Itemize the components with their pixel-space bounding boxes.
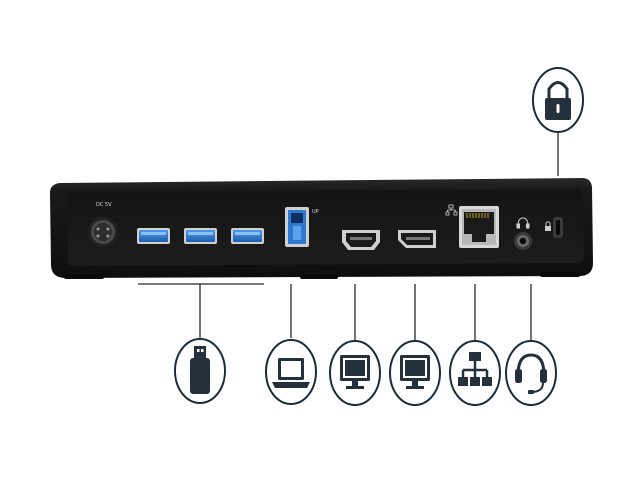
callout-leaders bbox=[138, 131, 559, 340]
security-lock-slot bbox=[545, 217, 563, 238]
audio-jack bbox=[514, 217, 532, 250]
monitor-icon bbox=[340, 355, 370, 389]
padlock-symbol bbox=[545, 221, 551, 231]
laptop-callout bbox=[265, 339, 317, 405]
usb-flash-drive-icon bbox=[190, 346, 210, 394]
usb-port-3 bbox=[231, 228, 264, 244]
network-callout bbox=[449, 340, 501, 406]
usb-up-label: UP bbox=[312, 209, 319, 215]
headset-icon bbox=[515, 353, 547, 394]
headset-callout bbox=[505, 340, 557, 406]
usb-port-1 bbox=[137, 228, 170, 244]
monitor-icon bbox=[400, 355, 430, 389]
monitor-dp-callout bbox=[389, 340, 441, 406]
monitor-hdmi-callout bbox=[329, 340, 381, 406]
displayport-port bbox=[398, 230, 436, 248]
headphone-symbol bbox=[516, 217, 530, 229]
usb-callout bbox=[174, 338, 226, 404]
network-symbol bbox=[445, 204, 458, 216]
dc-power-port: DC 5V bbox=[88, 202, 118, 247]
docking-station bbox=[50, 178, 593, 279]
padlock-icon bbox=[545, 81, 571, 120]
ethernet-port bbox=[445, 204, 499, 248]
lock-callout bbox=[532, 67, 584, 133]
usb-port-2 bbox=[184, 228, 217, 244]
laptop-icon bbox=[272, 358, 310, 388]
network-icon bbox=[458, 352, 492, 386]
hdmi-port bbox=[342, 230, 380, 250]
usb-b-upstream-port: UP bbox=[285, 207, 319, 247]
dc-in-label: DC 5V bbox=[96, 202, 112, 208]
